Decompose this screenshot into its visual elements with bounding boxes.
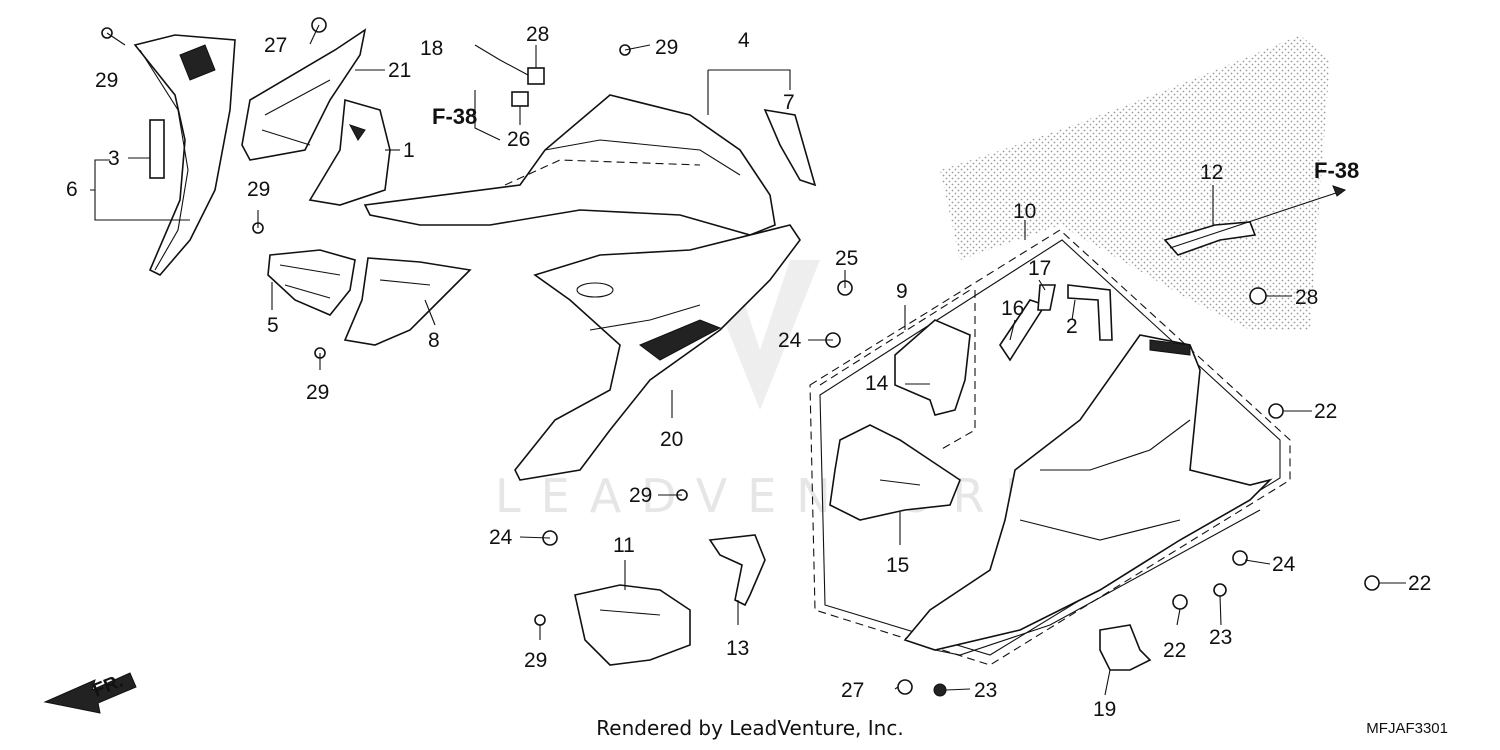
- part-8-inner-cover: [343, 257, 472, 346]
- callout-24: 24: [489, 526, 513, 549]
- part-10-frame-outline: [809, 229, 1291, 666]
- ref-arrows: [474, 90, 1347, 249]
- part-11-cover: [574, 584, 691, 666]
- callout-22: 22: [1163, 639, 1186, 662]
- callout-29: 29: [247, 178, 270, 201]
- part-13-bracket: [708, 534, 766, 607]
- ref-f38-left: F-38: [432, 104, 477, 129]
- front-arrow-icon: FR.: [43, 671, 137, 714]
- callout-29: 29: [629, 484, 652, 507]
- ref-f38-right: F-38: [1314, 158, 1359, 183]
- callout-16: 16: [1001, 297, 1024, 320]
- callout-28: 28: [526, 23, 549, 46]
- part-15-heat-guard: [829, 424, 961, 521]
- diagram-code: MFJAF3301: [1366, 720, 1448, 737]
- part-5-bracket: [267, 249, 356, 316]
- callout-29: 29: [524, 649, 547, 672]
- callout-14: 14: [865, 372, 889, 395]
- callout-3: 3: [108, 147, 120, 170]
- callout-15: 15: [886, 554, 909, 577]
- part-9-group-outline: [819, 289, 976, 451]
- callout-28: 28: [1295, 286, 1318, 309]
- callout-24: 24: [1272, 553, 1296, 576]
- callout-13: 13: [726, 637, 749, 660]
- fuel-tank-shading: [940, 35, 1330, 330]
- callout-9: 9: [896, 280, 908, 303]
- callout-5: 5: [267, 314, 279, 337]
- callout-29: 29: [95, 69, 118, 92]
- callout-27: 27: [264, 34, 287, 57]
- callout-12: 12: [1200, 161, 1223, 184]
- part-2-seal: [1067, 284, 1113, 341]
- callout-20: 20: [660, 428, 683, 451]
- leader-lines: [90, 24, 1406, 696]
- callout-4: 4: [738, 29, 750, 52]
- callout-6: 6: [66, 178, 78, 201]
- callout-29: 29: [655, 36, 678, 59]
- part-12-stay: [1163, 221, 1257, 256]
- callout-10: 10: [1013, 200, 1036, 223]
- callout-labels: 29 27 21 1 3 6 29 5 8 29 18 28 F-38 26 2…: [66, 23, 1431, 721]
- callout-8: 8: [428, 329, 440, 352]
- part-14-pad: [894, 319, 971, 416]
- callout-22: 22: [1314, 400, 1337, 423]
- part-1-duct: [308, 98, 391, 206]
- callout-19: 19: [1093, 698, 1116, 721]
- callout-29: 29: [306, 381, 329, 404]
- callout-25: 25: [835, 247, 858, 270]
- callout-21: 21: [388, 59, 411, 82]
- part-4-upper-cowl: [363, 94, 817, 236]
- callout-18: 18: [420, 37, 443, 60]
- watermark-text: LEADVENTURE: [495, 469, 1054, 523]
- callout-2: 2: [1066, 315, 1078, 338]
- front-arrow-label: FR.: [90, 671, 126, 702]
- footer-credit: Rendered by LeadVenture, Inc.: [596, 716, 904, 740]
- callout-24: 24: [778, 329, 802, 352]
- part-19-bracket: [1099, 624, 1152, 671]
- part-6-inner-panel: [133, 34, 236, 276]
- part-20-side-cowl: [514, 224, 801, 481]
- under-cowl: [903, 334, 1273, 656]
- callout-7: 7: [783, 91, 795, 114]
- callout-22: 22: [1408, 572, 1431, 595]
- callout-23: 23: [974, 679, 997, 702]
- callout-26: 26: [507, 128, 530, 151]
- callout-27: 27: [841, 679, 864, 702]
- part-17-rubber: [1037, 284, 1056, 311]
- callout-11: 11: [613, 534, 635, 557]
- callout-23: 23: [1209, 626, 1232, 649]
- callout-17: 17: [1028, 257, 1051, 280]
- callout-1: 1: [403, 139, 415, 162]
- part-21-bracket: [241, 28, 367, 161]
